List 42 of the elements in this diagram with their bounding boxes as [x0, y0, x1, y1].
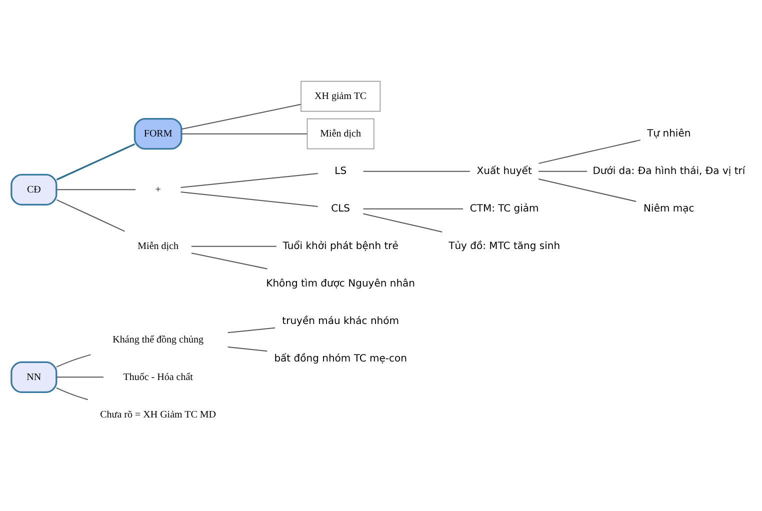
node-text: truyền máu khác nhóm [282, 316, 399, 327]
node-text: Chưa rõ = XH Giảm TC MD [100, 409, 216, 420]
node-text: Miễn dịch [138, 240, 178, 252]
connector [538, 170, 588, 172]
node-text: Tủy đồ: MTC tăng sinh [448, 240, 560, 252]
connector [227, 346, 268, 352]
connector [190, 246, 277, 247]
connector [180, 173, 318, 188]
node-text: CTM: TC giảm [470, 203, 539, 214]
connector [56, 143, 136, 180]
node-box: XH giảm TC [300, 80, 381, 112]
connector [190, 252, 268, 270]
connector [180, 104, 302, 130]
connector [227, 327, 276, 334]
connector [180, 133, 308, 134]
connector [362, 208, 464, 210]
connector [56, 387, 88, 400]
node-text: Thuốc - Hóa chất [123, 372, 193, 383]
node-text: Tự nhiên [647, 128, 691, 140]
node-box: Miễn dịch [306, 118, 374, 150]
node-text: LS [334, 166, 347, 177]
node-box: NN [10, 361, 58, 393]
connector [56, 354, 92, 368]
node-text: + [155, 184, 161, 196]
node-text: bất đồng nhóm TC mẹ-con [274, 353, 407, 364]
connector [56, 189, 136, 190]
connector [362, 170, 470, 172]
node-text: Dưới da: Đa hình thái, Đa vị trí [592, 166, 746, 177]
node-text: Không tìm được Nguyên nhân [266, 278, 416, 290]
connector [56, 199, 126, 232]
node-text: Niêm mạc [644, 203, 694, 214]
node-box: CĐ [10, 174, 58, 206]
connector [56, 376, 104, 378]
node-text: Tuổi khởi phát bệnh trẻ [282, 240, 398, 252]
node-text: CLS [331, 203, 350, 214]
connector [180, 191, 318, 208]
node-text: Xuất huyết [476, 166, 532, 177]
node-box: FORM [134, 118, 182, 150]
connector [538, 140, 641, 164]
node-text: Kháng thể đồng chủng [112, 334, 204, 346]
connector [362, 213, 443, 232]
connector [538, 178, 637, 202]
